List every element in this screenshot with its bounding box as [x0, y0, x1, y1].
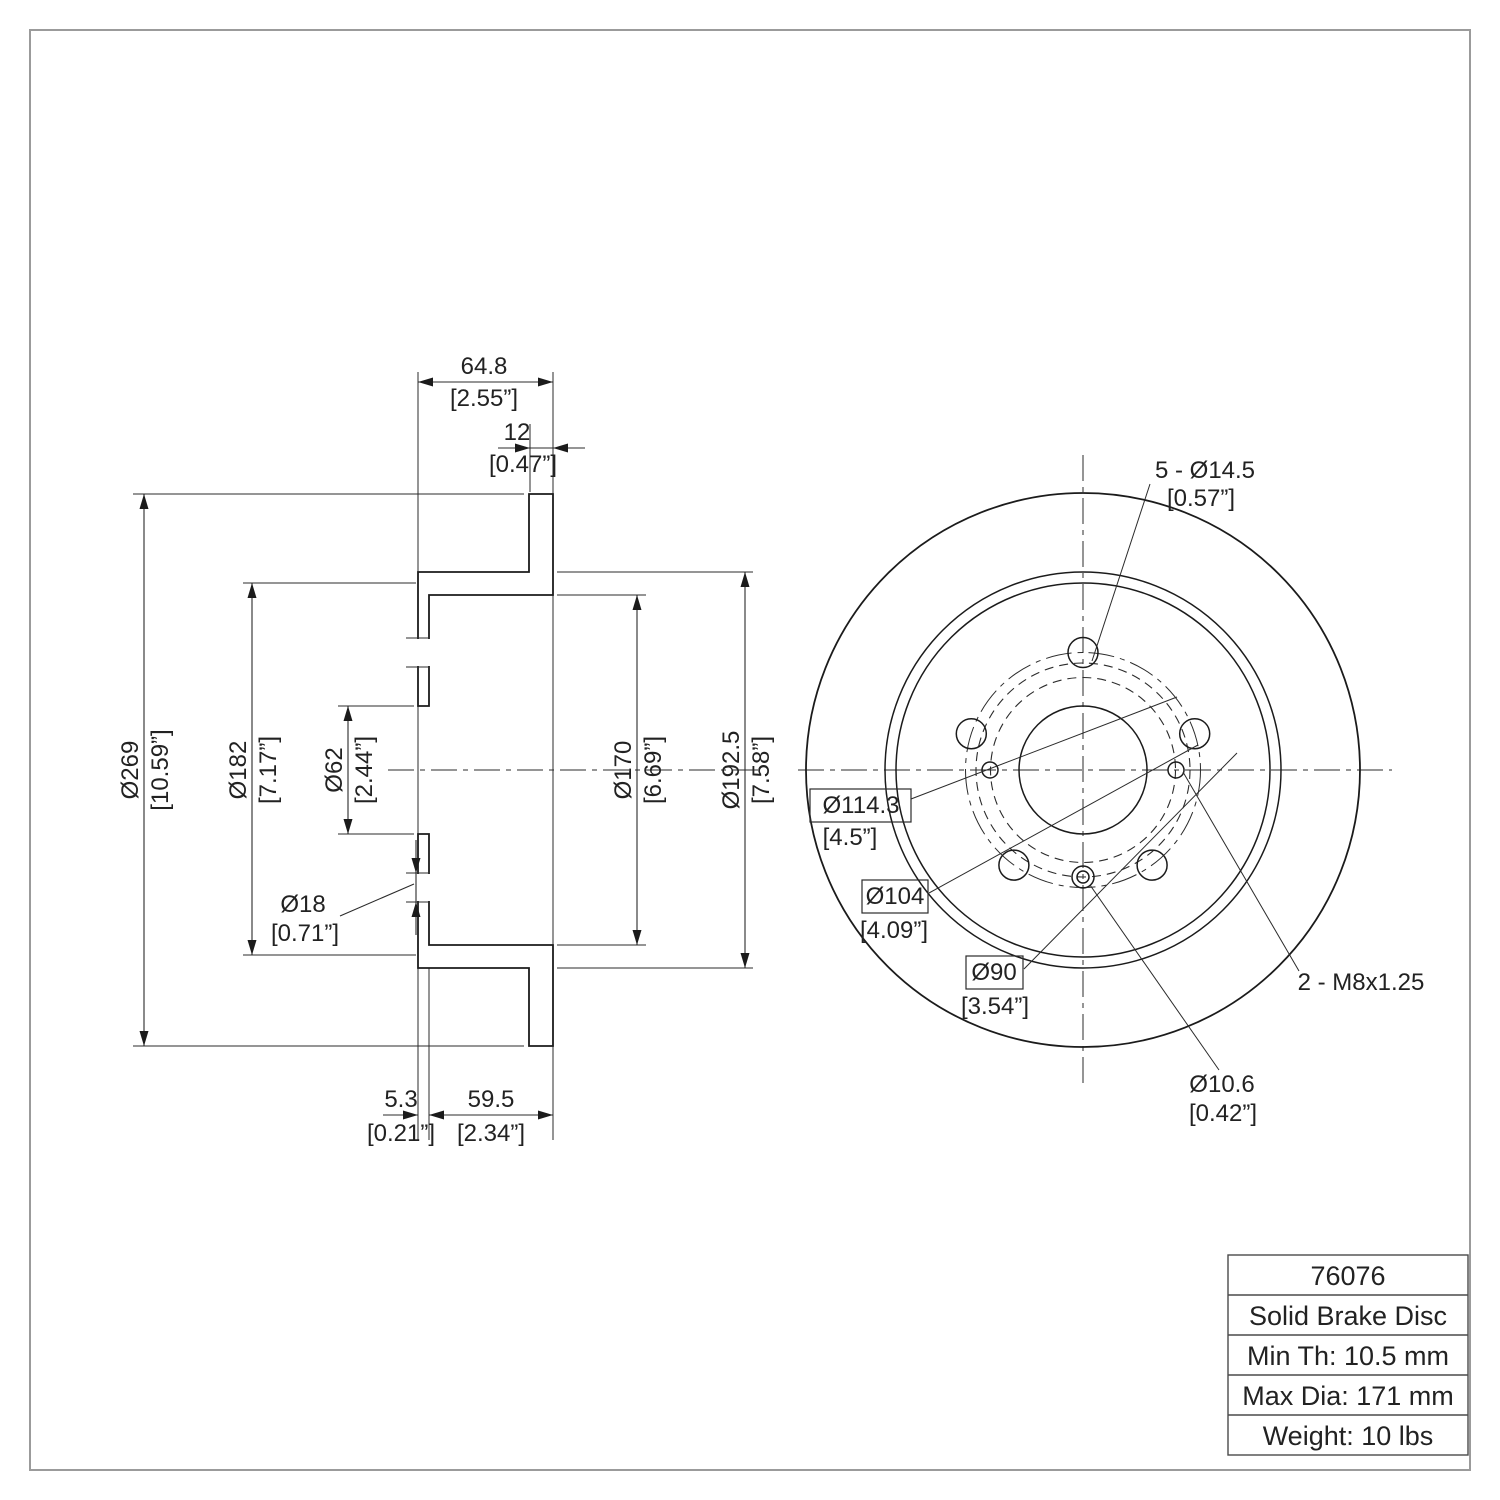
dim-plate-thickness-mm: 12 [504, 419, 531, 446]
section-view: 64.8 [2.55”] 12 [0.47”] Ø269 [10.59”] Ø1… [117, 353, 775, 1147]
m8-hole-right [1167, 761, 1185, 779]
dimension-arrows [139, 377, 750, 1120]
hat-outer-circle [884, 571, 1282, 969]
m8-hole-left [981, 761, 999, 779]
dim-hat-inner-diameter-mm: Ø170 [610, 741, 637, 800]
dim-hat-outer-diameter-mm: Ø192.5 [718, 731, 745, 810]
drum-circle [895, 582, 1271, 958]
dim-lug-holes-mm: 5 - Ø14.5 [1155, 457, 1255, 484]
dim-hat-outer-diameter-in: [7.58”] [748, 736, 775, 804]
weight: Weight: 10 lbs [1263, 1421, 1434, 1451]
product-name: Solid Brake Disc [1249, 1301, 1447, 1331]
dim-circle-104-in: [4.09”] [860, 917, 928, 944]
min-thickness: Min Th: 10.5 mm [1247, 1341, 1449, 1371]
service-hole-outer [1071, 865, 1095, 889]
pilot-bore-circle [1018, 705, 1148, 835]
lug-holes [955, 636, 1211, 881]
dim-plate-thickness-in: [0.47”] [489, 451, 557, 478]
bolt-circle-label-box [809, 788, 912, 823]
dim-circle-90-in: [3.54”] [961, 993, 1029, 1020]
dim-circle-104-mm: Ø104 [866, 883, 925, 910]
section-top-half [417, 493, 554, 707]
lug-hole-section [406, 637, 431, 903]
title-block: 76076 Solid Brake Disc Min Th: 10.5 mm M… [1227, 1254, 1469, 1456]
dim-bolt-circle-mm: Ø114.3 [823, 792, 900, 819]
dim-overall-width-in: [2.55”] [450, 385, 518, 412]
title-block-frame [1227, 1254, 1469, 1456]
dimension-lines [143, 381, 746, 1116]
circle-104-label-box [861, 879, 929, 914]
dim-outer-diameter-in: [10.59”] [147, 729, 174, 810]
circle-90 [989, 676, 1177, 864]
dim-overall-width-mm: 64.8 [461, 353, 508, 380]
service-hole-inner [1076, 870, 1090, 884]
dim-drum-diameter-in: [7.17”] [255, 736, 282, 804]
dim-lug-holes-in: [0.57”] [1167, 485, 1235, 512]
page-border [29, 29, 1471, 1471]
dim-service-hole-in: [0.42”] [1189, 1100, 1257, 1127]
outer-diameter-circle [805, 492, 1361, 1048]
dim-thread-holes: 2 - M8x1.25 [1298, 969, 1425, 996]
dim-pilot-diameter-mm: Ø62 [321, 747, 348, 792]
dim-mount-offset-mm: 5.3 [384, 1086, 417, 1113]
front-view: 5 - Ø14.5 [0.57”] Ø114.3 [4.5”] Ø104 [4.… [798, 455, 1424, 1127]
dim-outer-diameter-mm: Ø269 [117, 741, 144, 800]
dim-mount-offset-in: [0.21”] [367, 1120, 435, 1147]
dim-drum-diameter-mm: Ø182 [225, 741, 252, 800]
leader-lines [910, 483, 1300, 1071]
dim-bolt-circle-in: [4.5”] [823, 824, 878, 851]
max-diameter: Max Dia: 171 mm [1242, 1381, 1454, 1411]
dim-hole-diameter-mm: Ø18 [280, 891, 325, 918]
dim-hat-depth-in: [2.34”] [457, 1120, 525, 1147]
dim-hat-inner-diameter-in: [6.69”] [640, 736, 667, 804]
dim-hat-depth-mm: 59.5 [468, 1086, 515, 1113]
circle-104 [975, 662, 1191, 878]
small-holes [981, 761, 1185, 889]
circle-90-label-box [965, 955, 1024, 990]
dim-hole-diameter-in: [0.71”] [271, 920, 339, 947]
dim-service-hole-mm: Ø10.6 [1189, 1071, 1254, 1098]
section-bottom-half [417, 833, 554, 1047]
title-block-row-lines [1228, 1294, 1468, 1416]
dim-pilot-diameter-in: [2.44”] [351, 736, 378, 804]
dim-circle-90-mm: Ø90 [971, 959, 1016, 986]
part-number: 76076 [1310, 1261, 1385, 1291]
